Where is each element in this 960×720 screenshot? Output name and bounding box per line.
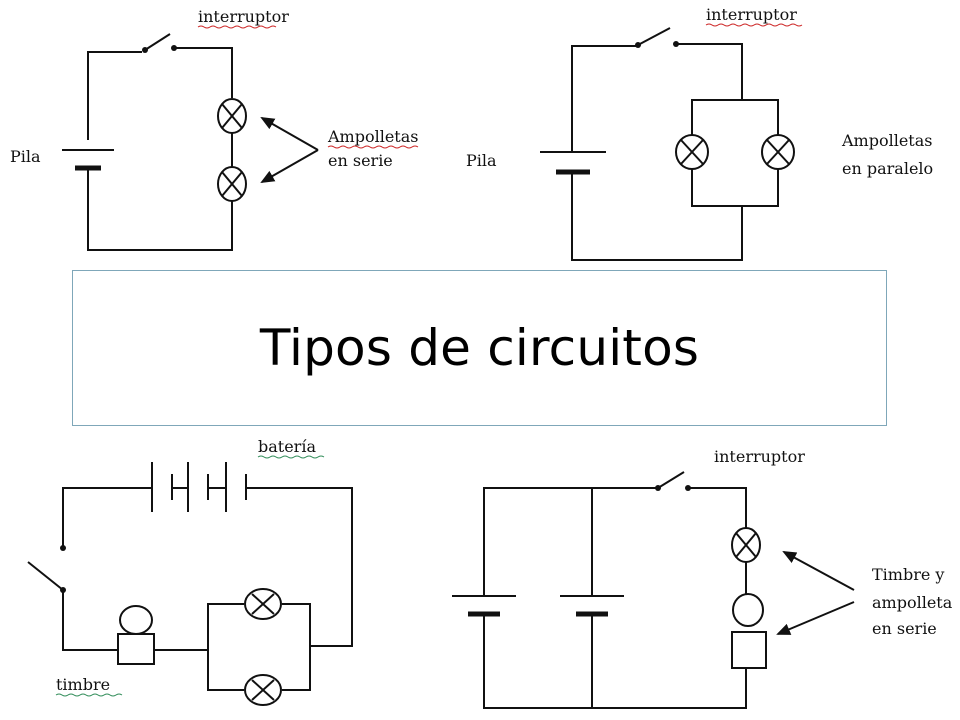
parallel-lamp-2 [761,134,795,170]
b4-battery-2 [560,595,624,617]
b4-lamp [731,527,761,563]
bell-battery-label: batería [258,437,316,456]
parallel-circuit: interruptor Pila Ampolletas en paralelo [466,5,933,261]
b4-note-line3: en serie [872,619,937,638]
series-lamps-label-line2: en serie [328,151,393,170]
series-switch-label: interruptor [198,7,289,26]
parallel-switch [635,27,679,48]
parallel-wire-right-top [676,43,743,100]
bell-wire-left-bottom [62,592,118,651]
b4-wire-top-right [688,487,747,528]
series-switch [142,33,177,53]
parallel-wire-left-top [571,45,636,152]
parallel-battery-label: Pila [466,151,497,170]
parallel-lamps-label-line2: en paralelo [842,159,933,178]
b4-note-line2: ampolleta [872,593,953,612]
bell-lamp-1 [244,588,282,620]
b4-switch [655,471,691,491]
multi-cell-battery [151,462,247,512]
series-wire-bottom [87,170,233,251]
b4-arrow-lower [776,601,855,635]
series-battery-symbol [62,149,114,171]
parallel-wire-bottom [571,172,743,261]
bell-switch [27,545,66,593]
b4-battery-1 [452,595,516,617]
series-wire-right-top [174,47,233,98]
parallel-switch-label: interruptor [706,5,797,24]
branch-left [207,603,244,691]
b4-bell [731,593,767,669]
title-box: Tipos de circuitos [72,270,887,426]
bell-lamp-2 [244,674,282,706]
series-arrow-upper [260,117,319,151]
bell-lamp-series-circuit: interruptor Timbre y ampolleta en serie [452,447,953,709]
bell-label: timbre [56,675,110,694]
b4-wire-bottom [483,616,747,709]
series-arrow-lower [260,149,319,183]
series-battery-label: Pila [10,147,41,166]
slide-title: Tipos de circuitos [259,319,700,377]
branch-right [282,603,311,691]
b4-arrow-upper [782,551,855,591]
series-wire-left-top [87,51,142,140]
battery-bell-circuit: batería timbre [27,437,353,706]
parallel-lamp-1 [675,134,709,170]
b4-note-line1: Timbre y [872,565,944,584]
b4-switch-label: interruptor [714,447,805,466]
bell-wire-top-right [246,487,353,647]
bell-wire-top-left [62,487,152,546]
series-lamps-label-line1: Ampolletas [327,127,418,146]
parallel-lamps-label-line1: Ampolletas [841,131,932,150]
parallel-battery-symbol [540,151,606,175]
b4-wire-top-left [483,487,656,596]
series-lamp-1 [217,98,247,134]
series-lamp-2 [217,166,247,202]
series-circuit: interruptor Pila Ampolletas en serie [10,7,418,251]
bell-symbol [117,605,155,665]
